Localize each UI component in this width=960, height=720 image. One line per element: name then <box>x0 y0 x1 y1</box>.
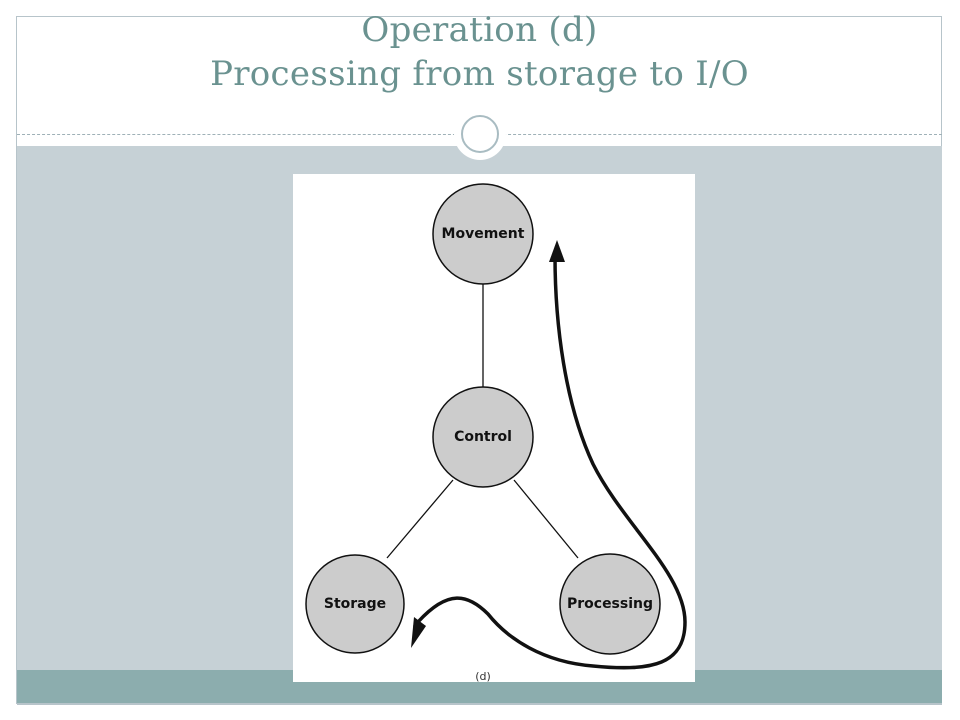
arrowhead-up <box>549 240 565 262</box>
arrowhead-down-left <box>411 617 426 648</box>
data-path-arrow <box>413 254 687 670</box>
edge-control-processing <box>513 479 579 559</box>
node-storage-label: Storage <box>324 596 386 612</box>
edge-control-storage <box>386 479 454 559</box>
operation-diagram: Movement Control Storage Processing (d) <box>305 183 687 682</box>
node-storage: Storage <box>305 554 405 654</box>
node-movement-label: Movement <box>442 226 525 242</box>
node-processing-label: Processing <box>567 596 653 612</box>
slide-title: Operation (d) Processing from storage to… <box>17 0 942 134</box>
title-line-1: Operation (d) <box>361 10 598 50</box>
bottom-rule <box>17 704 942 705</box>
diagram-caption: (d) <box>475 670 491 682</box>
diagram-panel: Movement Control Storage Processing (d) <box>293 174 695 682</box>
ring-ornament-icon <box>454 108 506 160</box>
node-movement: Movement <box>432 183 534 285</box>
node-control: Control <box>432 386 534 488</box>
node-control-label: Control <box>454 429 512 445</box>
title-line-2: Processing from storage to I/O <box>210 54 749 94</box>
node-processing: Processing <box>559 553 661 655</box>
